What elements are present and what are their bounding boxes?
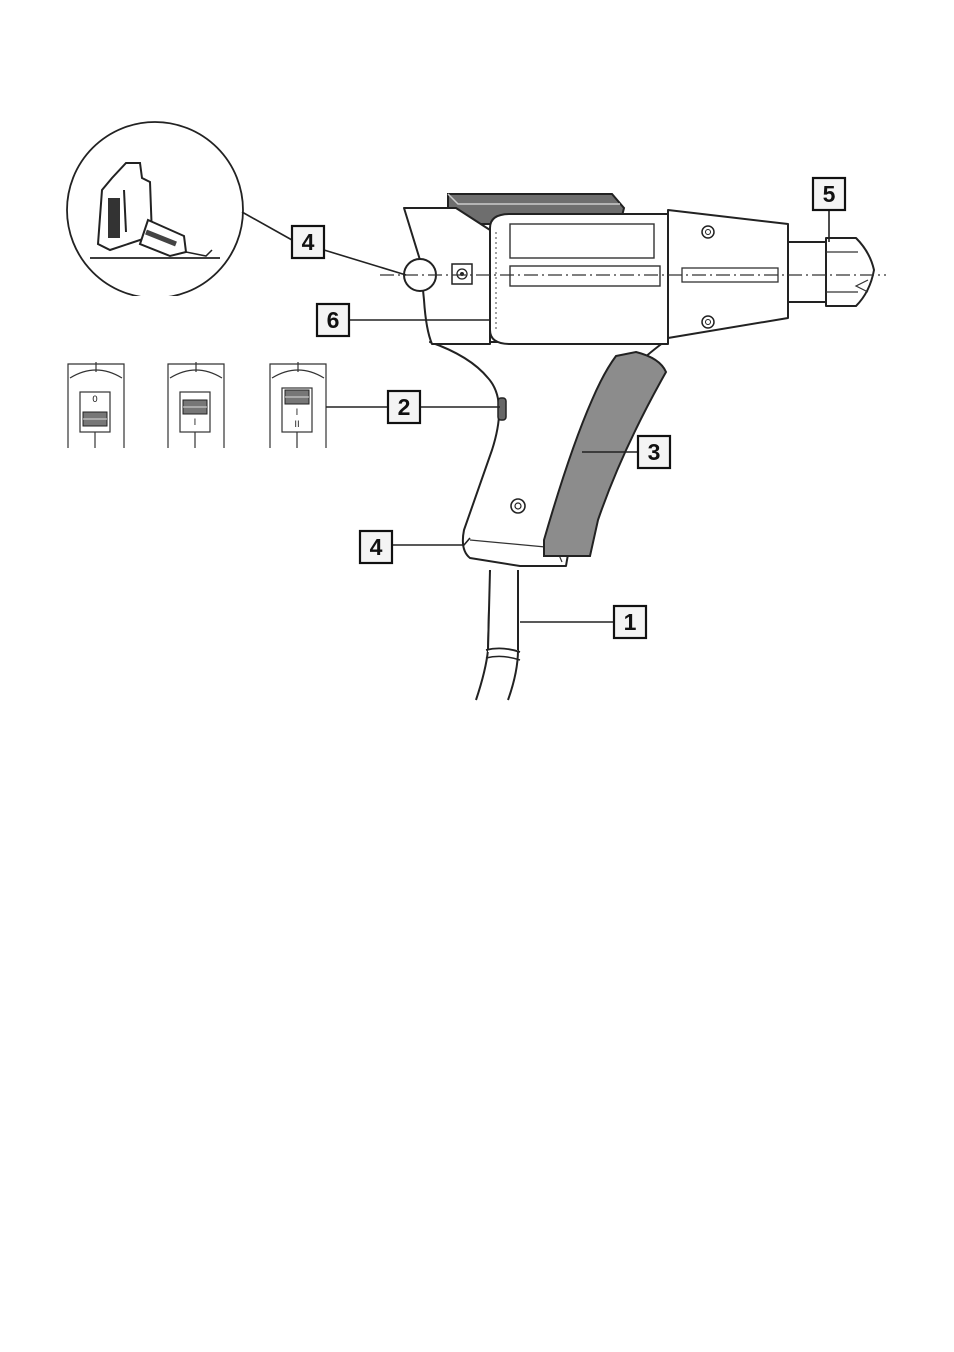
switch-label-1: I: [194, 418, 197, 428]
switch-label-0: 0: [92, 395, 98, 405]
switch-position-1: I: [168, 362, 224, 448]
svg-text:6: 6: [327, 307, 340, 333]
callout-5: 5: [813, 178, 845, 242]
main-body: [490, 214, 668, 344]
svg-text:2: 2: [398, 394, 411, 420]
svg-text:4: 4: [302, 229, 315, 255]
power-cord: [476, 570, 520, 700]
switch-position-0: 0: [68, 362, 124, 448]
callout-2: 2: [326, 391, 500, 423]
svg-text:4: 4: [370, 534, 383, 560]
nozzle: [788, 238, 874, 306]
switch-nub: [498, 398, 506, 420]
callout-4-bottom: 4: [360, 531, 470, 563]
callout-4-top: 4: [242, 212, 406, 275]
barrel: [668, 210, 788, 338]
svg-text:1: 1: [624, 609, 637, 635]
standing-position-inset: [60, 122, 260, 308]
svg-text:3: 3: [648, 439, 661, 465]
switch-position-2: I II: [270, 362, 326, 448]
svg-text:5: 5: [823, 181, 836, 207]
switch-label-2a: I: [296, 408, 299, 418]
callout-1: 1: [520, 606, 646, 638]
switch-label-2b: II: [294, 420, 299, 430]
